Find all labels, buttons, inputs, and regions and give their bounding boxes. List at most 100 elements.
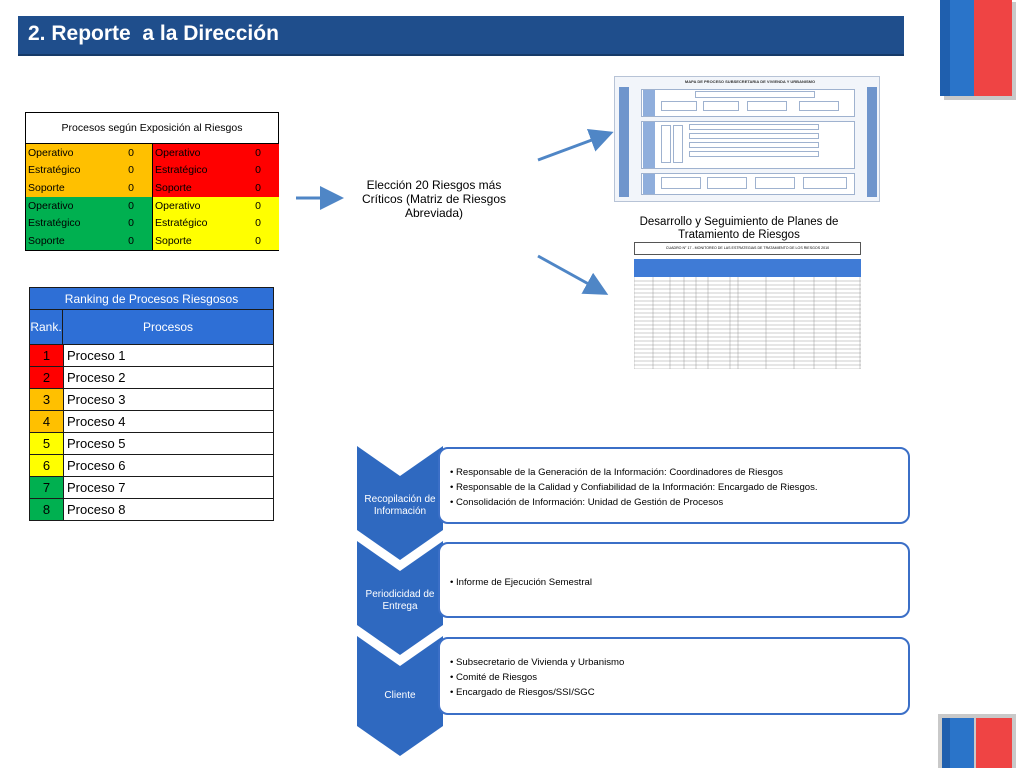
- rank-number: 3: [29, 389, 63, 411]
- corner-decoration-top: [940, 0, 1016, 100]
- info-box-recopilacion: •Responsable de la Generación de la Info…: [438, 447, 910, 524]
- exposure-label: Operativo: [155, 199, 201, 212]
- exposure-cell-right: Estratégico 0: [152, 161, 279, 180]
- exposure-value: 0: [255, 217, 261, 230]
- table-row: Estratégico 0 Estratégico 0: [26, 214, 279, 232]
- table-row: Operativo 0 Operativo 0: [26, 196, 279, 215]
- exposure-value: 0: [128, 181, 134, 194]
- followup-text: Desarrollo y Seguimiento de Planes de Tr…: [639, 216, 839, 241]
- exposure-label: Soporte: [155, 234, 192, 247]
- block-label-periodicidad: Periodicidad de Entrega: [365, 589, 435, 612]
- exposure-cell-left: Estratégico 0: [26, 161, 152, 180]
- list-item: •Informe de Ejecución Semestral: [450, 577, 592, 588]
- process-name: Proceso 8: [63, 499, 274, 521]
- monitoring-table-thumbnail: CUADRO N° 17 - MONITOREO DE LAS ESTRATEG…: [634, 242, 861, 369]
- rank-number: 2: [29, 367, 63, 389]
- table-row: Soporte 0 Soporte 0: [26, 231, 279, 250]
- exposure-table: Procesos según Exposición al Riesgos Ope…: [25, 112, 279, 251]
- exposure-value: 0: [128, 234, 134, 247]
- rank-number: 4: [29, 411, 63, 433]
- exposure-cell-right: Operativo 0: [152, 144, 279, 162]
- block-label-recopilacion: Recopilación de Información: [364, 494, 436, 517]
- exposure-cell-left: Soporte 0: [26, 179, 152, 197]
- exposure-cell-left: Operativo 0: [26, 144, 152, 162]
- list-item: •Responsable de la Generación de la Info…: [450, 467, 783, 478]
- process-name: Proceso 1: [63, 345, 274, 367]
- arrow-to-monitoring: [537, 254, 609, 295]
- monitoring-table-title: CUADRO N° 17 - MONITOREO DE LAS ESTRATEG…: [634, 242, 861, 255]
- process-name: Proceso 3: [63, 389, 274, 411]
- exposure-label: Operativo: [28, 199, 74, 212]
- ranking-table-header: Rank. Procesos: [29, 310, 274, 345]
- rank-column-header: Rank.: [29, 310, 63, 345]
- exposure-cell-left: Operativo 0: [26, 196, 152, 215]
- exposure-value: 0: [128, 146, 134, 159]
- chevron-cliente: [357, 636, 443, 756]
- chevron-periodicidad: [357, 541, 443, 655]
- rank-number: 8: [29, 499, 63, 521]
- exposure-value: 0: [255, 199, 261, 212]
- exposure-table-title: Procesos según Exposición al Riesgos: [26, 113, 278, 144]
- exposure-cell-left: Estratégico 0: [26, 214, 152, 232]
- rank-number: 6: [29, 455, 63, 477]
- exposure-label: Operativo: [28, 146, 74, 159]
- exposure-label: Estratégico: [155, 164, 208, 177]
- exposure-value: 0: [255, 146, 261, 159]
- title-bar: 2. Reporte a la Dirección: [18, 16, 904, 56]
- rank-number: 7: [29, 477, 63, 499]
- exposure-value: 0: [255, 234, 261, 247]
- list-item: •Responsable de la Calidad y Confiabilid…: [450, 482, 818, 493]
- exposure-cell-right: Estratégico 0: [152, 214, 279, 232]
- page-title: 2. Reporte a la Dirección: [28, 22, 279, 45]
- list-item: •Consolidación de Información: Unidad de…: [450, 497, 724, 508]
- arrow-to-map: [537, 129, 614, 162]
- block-label-cliente: Cliente: [384, 690, 416, 701]
- ranking-table: Ranking de Procesos Riesgosos Rank. Proc…: [29, 287, 274, 521]
- rank-number: 5: [29, 433, 63, 455]
- exposure-value: 0: [255, 181, 261, 194]
- exposure-label: Operativo: [155, 146, 201, 159]
- table-row: Operativo 0 Operativo 0: [26, 144, 279, 162]
- list-item: •Encargado de Riesgos/SSI/SGC: [450, 687, 595, 698]
- exposure-cell-left: Soporte 0: [26, 231, 152, 250]
- process-map-title: MAPA DE PROCESO SUBSECRETARIA DE VIVIEND…: [684, 79, 816, 84]
- exposure-value: 0: [128, 199, 134, 212]
- chevron-recopilacion: [357, 446, 443, 560]
- exposure-value: 0: [255, 164, 261, 177]
- process-name: Proceso 7: [63, 477, 274, 499]
- rank-number: 1: [29, 345, 63, 367]
- exposure-label: Estratégico: [28, 217, 81, 230]
- exposure-value: 0: [128, 217, 134, 230]
- process-column-header: Procesos: [63, 310, 274, 345]
- exposure-label: Soporte: [28, 234, 65, 247]
- process-map-thumbnail: MAPA DE PROCESO SUBSECRETARIA DE VIVIEND…: [614, 76, 880, 202]
- info-box-cliente: •Subsecretario de Vivienda y Urbanismo •…: [438, 637, 910, 715]
- process-name: Proceso 6: [63, 455, 274, 477]
- exposure-label: Estratégico: [155, 217, 208, 230]
- election-text: Elección 20 Riesgos más Críticos (Matriz…: [361, 178, 507, 220]
- exposure-value: 0: [128, 164, 134, 177]
- process-name: Proceso 5: [63, 433, 274, 455]
- exposure-cell-right: Operativo 0: [152, 196, 279, 215]
- ranking-table-title: Ranking de Procesos Riesgosos: [29, 287, 274, 310]
- exposure-cell-right: Soporte 0: [152, 231, 279, 250]
- info-box-periodicidad: •Informe de Ejecución Semestral: [438, 542, 910, 618]
- table-row: Estratégico 0 Estratégico 0: [26, 161, 279, 180]
- list-item: •Subsecretario de Vivienda y Urbanismo: [450, 657, 625, 668]
- exposure-label: Estratégico: [28, 164, 81, 177]
- list-item: •Comité de Riesgos: [450, 672, 538, 683]
- exposure-label: Soporte: [28, 181, 65, 194]
- corner-decoration-bottom: [938, 714, 1016, 768]
